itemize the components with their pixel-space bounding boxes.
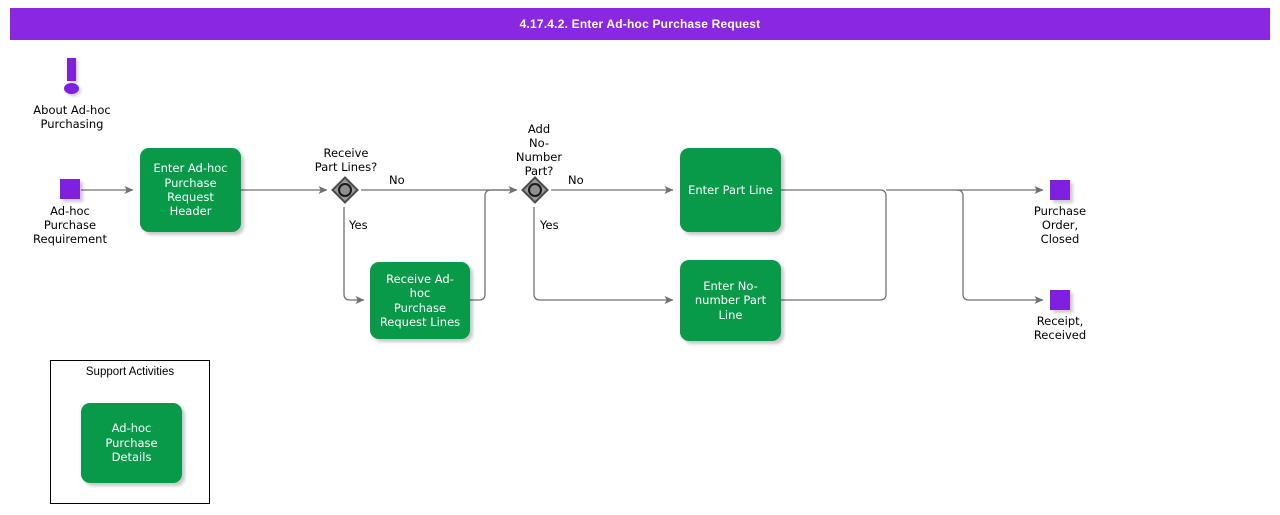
activity-receive-lines[interactable]: Receive Ad-hoc Purchase Request Lines <box>370 262 470 339</box>
page-title-bar: 4.17.4.2. Enter Ad-hoc Purchase Request <box>10 8 1270 40</box>
edge-label-d2-no: No <box>568 173 584 187</box>
note-label: About Ad-hoc Purchasing <box>33 103 111 132</box>
edge-label-d1-no: No <box>389 173 405 187</box>
edge-label-d2-yes: Yes <box>540 218 559 232</box>
start-terminator-label: Ad-hoc Purchase Requirement <box>33 204 107 247</box>
activity-enter-part-line[interactable]: Enter Part Line <box>680 148 781 232</box>
decision-add-no-number-part[interactable] <box>520 175 550 205</box>
page-title: 4.17.4.2. Enter Ad-hoc Purchase Request <box>519 17 761 31</box>
decision-receive-part-lines[interactable] <box>330 175 360 205</box>
end-terminator-receipt-received[interactable] <box>1050 290 1070 310</box>
decision-receive-part-lines-label: Receive Part Lines? <box>314 146 378 175</box>
activity-enter-header[interactable]: Enter Ad-hoc Purchase Request Header <box>140 148 241 232</box>
start-terminator[interactable] <box>60 179 80 199</box>
exclamation-icon <box>60 58 84 96</box>
end-terminator-receipt-received-label: Receipt, Received <box>1033 314 1087 343</box>
activity-enter-no-number-part-line[interactable]: Enter No- number Part Line <box>680 260 781 341</box>
exclamation-bar-icon <box>67 58 76 81</box>
end-terminator-purchase-order-closed-label: Purchase Order, Closed <box>1033 204 1087 247</box>
support-activities-title: Support Activities <box>85 366 175 378</box>
decision-diamond-icon <box>521 176 549 204</box>
decision-add-no-number-part-label: Add No- Number Part? <box>515 122 563 179</box>
support-activities-frame: Support Activities Ad-hoc Purchase Detai… <box>50 360 210 504</box>
decision-diamond-icon <box>331 176 359 204</box>
edge-label-d1-yes: Yes <box>349 218 368 232</box>
end-terminator-purchase-order-closed[interactable] <box>1050 180 1070 200</box>
exclamation-dot-icon <box>64 83 79 94</box>
activity-ad-hoc-purchase-details[interactable]: Ad-hoc Purchase Details <box>81 403 182 483</box>
